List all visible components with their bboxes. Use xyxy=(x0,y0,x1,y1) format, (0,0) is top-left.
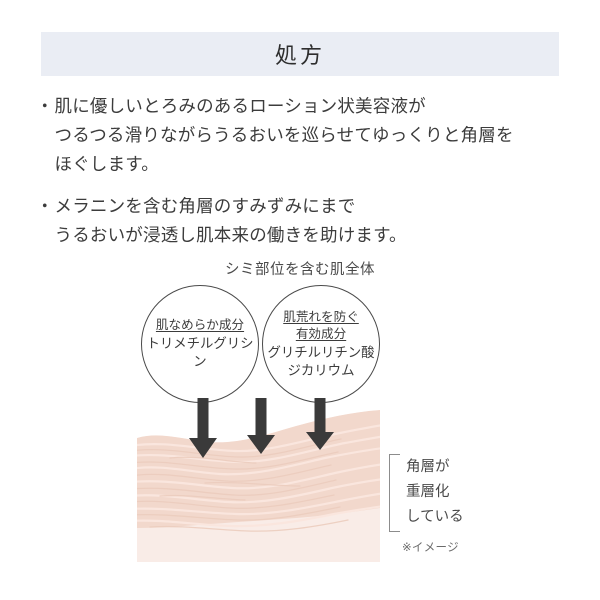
ingredient-circle-smoothing: 肌なめらか成分 トリメチルグリシン xyxy=(141,285,259,403)
section-header-band: 処方 xyxy=(41,32,559,76)
bullet-item: ・ メラニンを含む角層のすみずみにまで うるおいが浸透し肌本来の働きを助けます。 xyxy=(36,192,576,250)
body-copy: ・ 肌に優しいとろみのあるローション状美容液が つるつる滑りながらうるおいを巡ら… xyxy=(36,92,576,263)
ingredient-heading: 肌荒れを防ぐ 有効成分 xyxy=(283,309,359,341)
stratum-thickening-label: 角層が 重層化 している xyxy=(406,459,464,525)
skin-striations-light xyxy=(137,422,380,528)
ingredient-circle-active: 肌荒れを防ぐ 有効成分 グリチルリチン酸 ジカリウム xyxy=(262,285,380,403)
page-title: 処方 xyxy=(274,43,325,68)
down-arrow-icon xyxy=(186,398,220,465)
ingredient-name: グリチルリチン酸 ジカリウム xyxy=(267,344,375,378)
bullet-text: メラニンを含む角層のすみずみにまで うるおいが浸透し肌本来の働きを助けます。 xyxy=(54,196,407,245)
down-arrow-icon xyxy=(303,398,337,457)
bullet-marker-icon: ・ xyxy=(36,196,54,216)
image-disclaimer-note: ※イメージ xyxy=(402,542,459,554)
bullet-marker-icon: ・ xyxy=(36,96,54,116)
diagram-caption: シミ部位を含む肌全体 xyxy=(225,262,375,278)
ingredient-heading: 肌なめらか成分 xyxy=(155,318,245,332)
bullet-item: ・ 肌に優しいとろみのあるローション状美容液が つるつる滑りながらうるおいを巡ら… xyxy=(36,92,576,179)
skin-striations-dark xyxy=(137,438,349,532)
skin-diagram: シミ部位を含む肌全体 xyxy=(0,250,600,580)
thickness-bracket xyxy=(389,454,400,532)
ingredient-name: トリメチルグリシン xyxy=(146,336,254,369)
bullet-text: 肌に優しいとろみのあるローション状美容液が つるつる滑りながらうるおいを巡らせて… xyxy=(54,96,514,174)
down-arrow-icon xyxy=(244,398,278,461)
